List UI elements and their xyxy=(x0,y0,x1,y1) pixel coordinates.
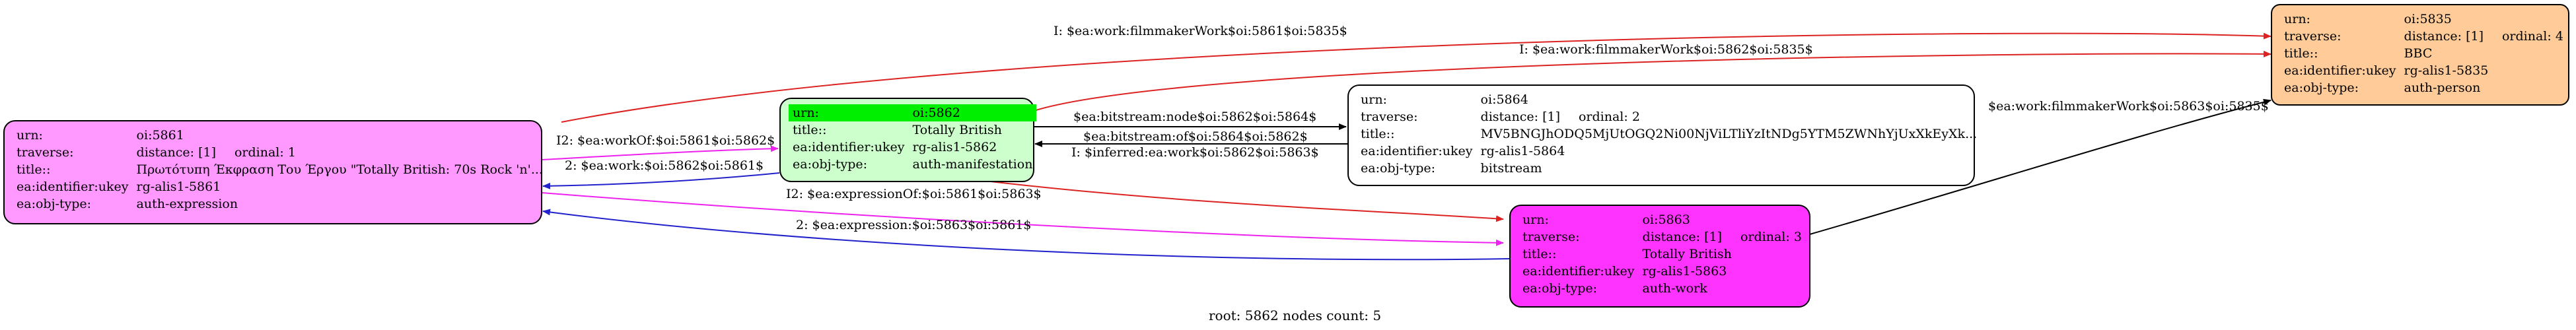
urn-key: urn: xyxy=(1522,213,1549,227)
edge-5862-to-5861 xyxy=(542,172,780,189)
title-key: title:: xyxy=(2284,46,2318,61)
edge-5862-to-5835 xyxy=(1033,50,2272,112)
ukey-key: ea:identifier:ukey xyxy=(793,140,905,154)
urn-key: urn: xyxy=(17,128,43,143)
edge-label-5864-5862: $ea:bitstream:of$oi:5864$oi:5862$ xyxy=(1083,129,1308,144)
type-value: bitstream xyxy=(1480,161,1542,176)
ukey-key: ea:identifier:ukey xyxy=(1361,144,1473,158)
title-value: MV5BNGJhODQ5MjUtOGQ2Ni00NjViLTliYzItNDg5… xyxy=(1480,127,1978,141)
title-key: title:: xyxy=(793,123,827,137)
urn-value: oi:5863 xyxy=(1642,213,1690,227)
ukey-key: ea:identifier:ukey xyxy=(17,180,129,194)
edge-label-5862-5864: $ea:bitstream:node$oi:5862$oi:5864$ xyxy=(1073,110,1317,124)
ukey-key: ea:identifier:ukey xyxy=(2284,63,2396,78)
edge-label-5861-5863: I2: $ea:expressionOf:$oi:5861$oi:5863$ xyxy=(786,187,1042,201)
ukey-value: rg-alis1-5835 xyxy=(2404,63,2489,78)
urn-value: oi:5835 xyxy=(2404,12,2452,26)
edge-5861-to-5835 xyxy=(561,32,2272,123)
ukey-value: rg-alis1-5861 xyxy=(136,180,221,194)
node-5862[interactable]: urn:oi:5862 title::Totally British ea:id… xyxy=(779,98,1037,182)
edge-label-5863-5835: $ea:work:filmmakerWork$oi:5863$oi:5835$ xyxy=(1988,99,2269,114)
ukey-value: rg-alis1-5864 xyxy=(1480,144,1565,158)
traverse-key: traverse: xyxy=(2284,29,2342,44)
title-value: Totally British xyxy=(912,123,1002,137)
edge-5863-to-5861 xyxy=(542,209,1510,261)
edge-label-5861-5835: I: $ea:work:filmmakerWork$oi:5861$oi:583… xyxy=(1054,24,1347,38)
title-key: title:: xyxy=(1522,247,1557,261)
node-5835[interactable]: urn: oi:5835 traverse: distance: [1] ordina… xyxy=(2271,4,2569,106)
urn-value: oi:5864 xyxy=(1480,92,1528,107)
edge-label-5863-5861: 2: $ea:expression:$oi:5863$oi:5861$ xyxy=(796,218,1032,232)
edge-5861-to-5863 xyxy=(541,192,1504,246)
node-5863[interactable]: urn: oi:5863 traverse: distance: [1] ordina… xyxy=(1509,205,1810,308)
urn-key: urn: xyxy=(1361,92,1387,107)
traverse-value: distance: [1] xyxy=(136,145,216,160)
traverse-key: traverse: xyxy=(1522,230,1580,244)
type-key: ea:obj-type: xyxy=(17,197,92,211)
type-value: auth-manifestation xyxy=(912,157,1033,172)
title-value: Πρωτότυπη Έκφραση Του Έργου "Totally Bri… xyxy=(136,162,543,177)
title-key: title:: xyxy=(17,162,51,177)
traverse-value: distance: [1] xyxy=(2404,29,2484,44)
traverse-key: traverse: xyxy=(17,145,74,160)
urn-key: urn: xyxy=(789,104,909,121)
type-value: auth-work xyxy=(1642,281,1707,296)
graph-caption: root: 5862 nodes count: 5 xyxy=(1209,308,1382,323)
edge-label-5862-5835: I: $ea:work:filmmakerWork$oi:5862$oi:583… xyxy=(1519,42,1813,57)
type-key: ea:obj-type: xyxy=(2284,81,2359,95)
title-key: title:: xyxy=(1361,127,1395,141)
type-value: auth-expression xyxy=(136,197,238,211)
edge-label-5862-5863: I: $inferred:ea:work$oi:5862$oi:5863$ xyxy=(1071,145,1319,160)
traverse-value: distance: [1] xyxy=(1480,110,1560,124)
ukey-key: ea:identifier:ukey xyxy=(1522,264,1635,279)
node-5861[interactable]: urn: oi:5861 traverse: distance: [1] ordina… xyxy=(3,120,543,224)
ordinal-value: ordinal: 2 xyxy=(1578,110,1640,124)
urn-value: oi:5862 xyxy=(908,104,1037,121)
edge-5863-to-5835 xyxy=(1809,98,2272,235)
urn-key: urn: xyxy=(2284,12,2310,26)
type-key: ea:obj-type: xyxy=(793,157,868,172)
ukey-value: rg-alis1-5863 xyxy=(1642,264,1727,279)
edge-label-5861-5862: I2: $ea:workOf:$oi:5861$oi:5862$ xyxy=(556,133,775,148)
edge-label-5862-5861: 2: $ea:work:$oi:5862$oi:5861$ xyxy=(565,158,764,173)
node-5864[interactable]: urn: oi:5864 traverse: distance: [1] ordina… xyxy=(1347,84,1977,186)
type-value: auth-person xyxy=(2404,81,2481,95)
title-value: BBC xyxy=(2404,46,2433,61)
type-key: ea:obj-type: xyxy=(1522,281,1598,296)
edge-5861-to-5862 xyxy=(541,145,779,160)
ordinal-value: ordinal: 4 xyxy=(2501,29,2563,44)
ordinal-value: ordinal: 1 xyxy=(234,145,296,160)
traverse-key: traverse: xyxy=(1361,110,1418,124)
title-value: Totally British xyxy=(1642,247,1732,261)
ordinal-value: ordinal: 3 xyxy=(1740,230,1802,244)
ukey-value: rg-alis1-5862 xyxy=(912,140,997,154)
type-key: ea:obj-type: xyxy=(1361,161,1436,176)
urn-value: oi:5861 xyxy=(136,128,184,143)
traverse-value: distance: [1] xyxy=(1642,230,1722,244)
edge-5862-to-5863 xyxy=(990,181,1504,222)
